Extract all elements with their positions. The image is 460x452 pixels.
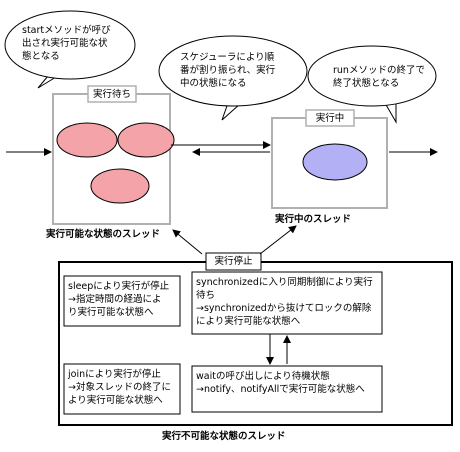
running-thread: [302, 143, 368, 181]
wait-box: [191, 365, 383, 413]
block-arrow: [259, 225, 297, 255]
runnable-frame: [52, 93, 171, 225]
join-text: joinにより実行が停止 →対象スレッドの終了に より実行可能な状態へ: [68, 369, 171, 406]
running-title-box: [305, 109, 355, 127]
synchronized-text: synchronizedに入り同期制御により実行 待ち →synchronize…: [196, 277, 373, 327]
runnable-thread-2: [117, 122, 175, 158]
blocked-title: 実行停止: [214, 256, 253, 267]
blocked-caption: 実行不可能な状態のスレッド: [162, 431, 286, 442]
runnable-thread-1: [56, 122, 118, 158]
bubble-scheduler-text: スケジューラにより順 番が割り振られ、実行 中の状態になる: [180, 52, 276, 89]
bubble-scheduler: [158, 35, 308, 121]
sleep-text: sleepにより実行が停止 →指定時間の経過によ り実行可能な状態へ: [68, 281, 170, 318]
runnable-caption: 実行可能な状態のスレッド: [46, 229, 161, 240]
runnable-title-box: [87, 85, 137, 103]
return-to-runnable-arrow: [172, 229, 203, 255]
bubble-start: [4, 10, 136, 89]
running-title: 実行中: [315, 113, 345, 124]
runnable-thread-3: [90, 168, 150, 204]
running-caption: 実行中のスレッド: [275, 214, 352, 225]
join-box: [63, 363, 181, 415]
sleep-box: [63, 275, 181, 327]
runnable-title: 実行待ち: [92, 89, 131, 100]
bubble-run-end-text: runメソッドの終了で 終了状態となる: [333, 65, 425, 89]
blocked-title-box: [205, 252, 262, 271]
synchronized-box: [191, 271, 383, 335]
wait-text: waitの呼び出しにより待機状態 →notify、notifyAllで実行可能な…: [196, 371, 365, 395]
bubble-run-end: [307, 45, 437, 124]
bubble-start-text: startメソッドが呼び 出され実行可能な状 態となる: [22, 25, 111, 62]
